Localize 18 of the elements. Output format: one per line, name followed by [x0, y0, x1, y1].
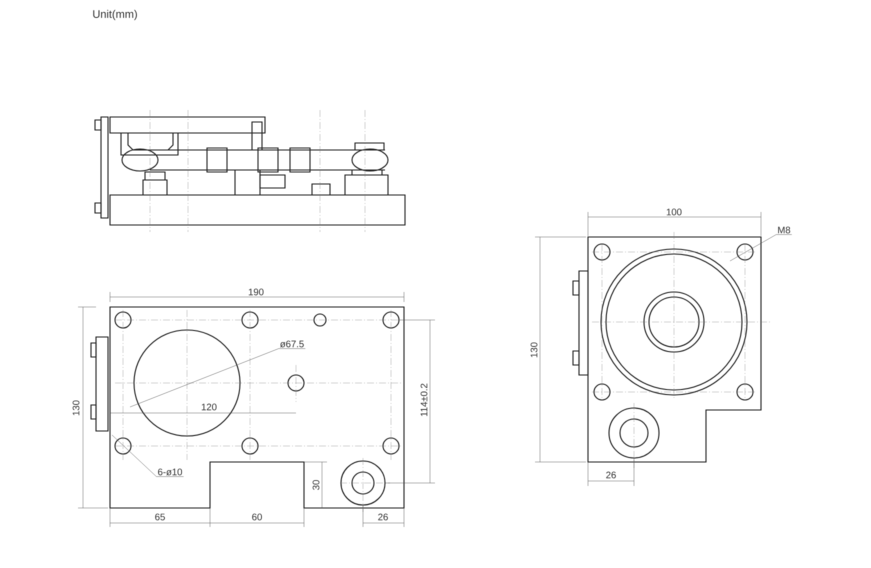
dimension-label: 26 — [606, 472, 616, 478]
dimension-label: 120 — [202, 404, 217, 410]
dimension-label: 30 — [312, 480, 320, 490]
callout-label: ø67.5 — [280, 340, 304, 348]
leader-line — [112, 434, 184, 477]
dimension-label: 130 — [72, 400, 80, 416]
unit-note: Unit(mm) — [93, 10, 137, 20]
dimension-label: 190 — [248, 288, 264, 296]
callout-label: M8 — [778, 226, 790, 234]
dimension-label: 114±0.2 — [420, 384, 428, 416]
dimension-label: 60 — [252, 514, 262, 520]
dimension-label: 65 — [155, 514, 165, 520]
callout-label: 6-ø10 — [158, 468, 182, 476]
dimension-label: 100 — [666, 208, 682, 216]
leader-line — [130, 348, 306, 408]
dimension-label: 130 — [530, 342, 538, 358]
dimension-label: 26 — [378, 514, 388, 520]
leader-line — [730, 234, 792, 262]
